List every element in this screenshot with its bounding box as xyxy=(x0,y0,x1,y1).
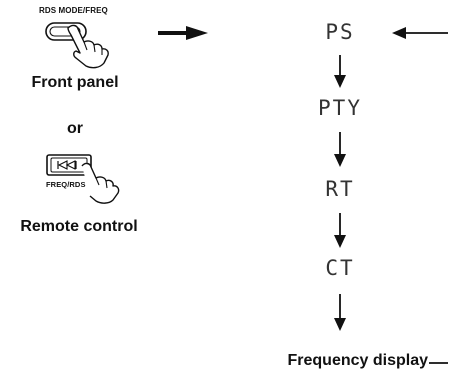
mode-ct: CT xyxy=(325,256,355,280)
frequency-display-label: Frequency display xyxy=(287,352,429,369)
or-connector: or xyxy=(67,120,83,137)
arrow-down-1 xyxy=(334,55,346,88)
press-arrow xyxy=(158,26,208,40)
front-panel-button-label: RDS MODE/FREQ xyxy=(39,6,108,15)
mode-pty: PTY xyxy=(318,96,362,120)
remote-button-label: FREQ/RDS xyxy=(46,180,88,189)
mode-rt: RT xyxy=(325,177,355,201)
arrow-down-3 xyxy=(334,213,346,248)
return-loop-line xyxy=(392,27,448,364)
remote-caption: Remote control xyxy=(20,218,138,235)
arrow-down-2 xyxy=(334,132,346,167)
remote-button-icon xyxy=(46,154,120,204)
front-panel-button-icon xyxy=(45,22,109,69)
arrow-down-4 xyxy=(334,294,346,331)
front-panel-caption: Front panel xyxy=(31,74,119,91)
mode-ps: PS xyxy=(325,20,355,44)
